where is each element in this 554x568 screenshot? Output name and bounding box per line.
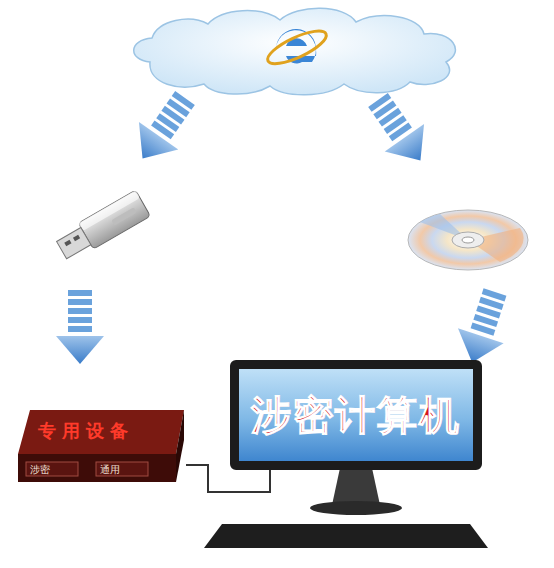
transfer-arrows	[56, 84, 518, 370]
compact-disc	[408, 210, 528, 270]
striped-arrow	[56, 290, 104, 364]
usb-drive	[54, 190, 150, 263]
computer-monitor: 涉密计算机	[230, 360, 482, 470]
screen-label: 涉密计算机	[251, 388, 461, 443]
internet-cloud	[134, 8, 456, 95]
device-box: 专用设备涉密 通用	[16, 408, 186, 484]
device-label: 专用设备	[38, 419, 134, 443]
striped-arrow	[358, 86, 440, 174]
keyboard	[204, 524, 488, 548]
button-label: 涉密	[30, 463, 50, 477]
button-label: 通用	[100, 463, 120, 477]
ie-logo	[264, 25, 330, 70]
monitor-stand	[310, 468, 402, 515]
striped-arrow	[123, 84, 205, 172]
striped-arrow	[449, 285, 518, 370]
